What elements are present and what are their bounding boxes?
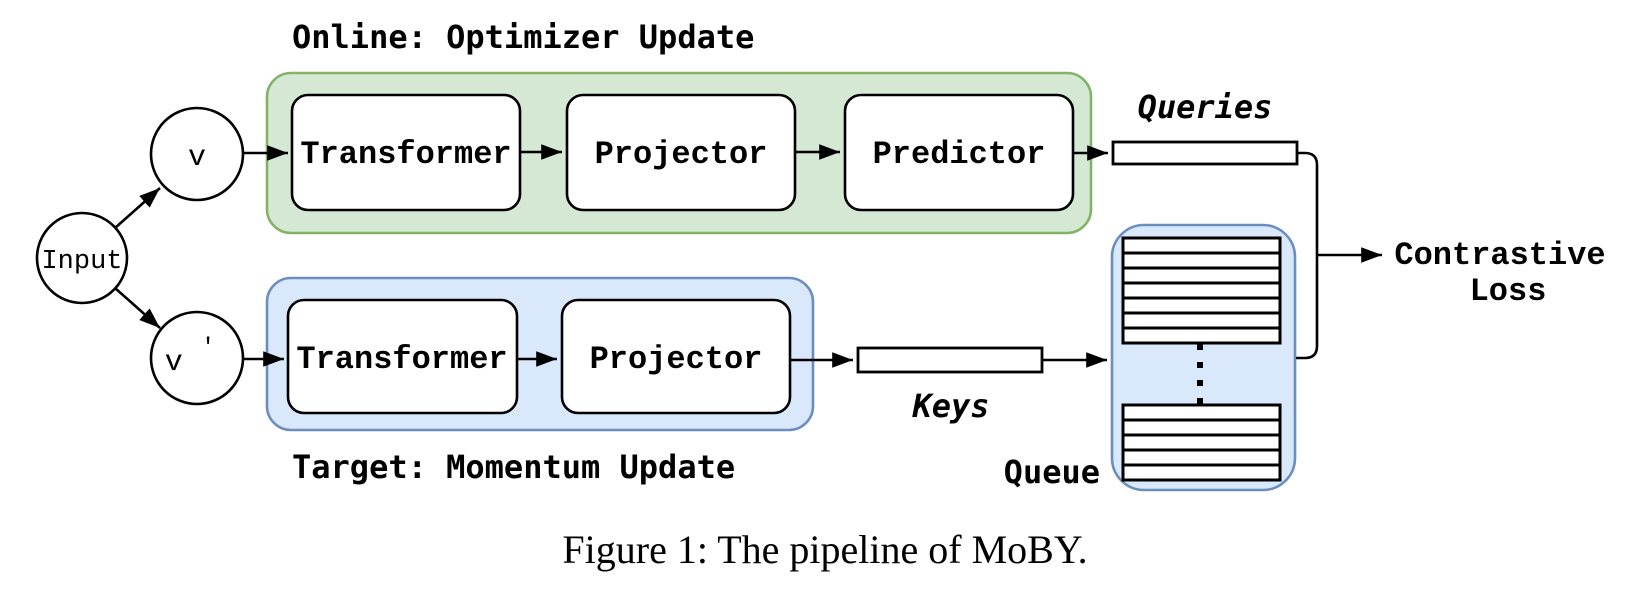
queries-embedding-bar	[1111, 140, 1299, 166]
view-v-node	[149, 106, 245, 202]
view-v-prime-mark: '	[201, 335, 215, 362]
queue-top-stack	[1121, 236, 1282, 345]
target-transformer-box	[286, 298, 519, 415]
queue-label: Queue	[1004, 453, 1100, 491]
view-v-prime-label: v '	[165, 335, 215, 380]
online-projector-box	[565, 93, 797, 212]
view-v-prime-base: v	[165, 346, 183, 380]
online-transformer-label: Transformer	[300, 136, 511, 173]
predictor-box	[843, 93, 1075, 212]
arrow-input-to-v-prime	[114, 287, 161, 329]
view-v-prime-node	[149, 310, 245, 406]
input-node-label: Input	[41, 247, 122, 277]
queries-label: Queries	[1138, 88, 1273, 126]
online-branch-title: Online: Optimizer Update	[292, 18, 754, 56]
queue-ellipsis-dots	[1197, 344, 1203, 404]
input-node	[35, 211, 129, 305]
target-projector-box	[560, 298, 792, 415]
queue-bottom-stack	[1121, 403, 1282, 482]
view-v-label: v	[188, 141, 206, 175]
predictor-label: Predictor	[873, 136, 1046, 173]
target-projector-label: Projector	[590, 341, 763, 378]
contrastive-loss-label: Contrastive Loss	[1394, 237, 1605, 310]
target-transformer-label: Transformer	[296, 341, 507, 378]
keys-embedding-bar	[856, 346, 1044, 374]
keys-label: Keys	[911, 387, 989, 425]
figure-caption: Figure 1: The pipeline of MoBY.	[562, 527, 1087, 572]
contrastive-loss-line2: Loss	[1470, 273, 1547, 310]
target-branch-title: Target: Momentum Update	[292, 448, 735, 486]
contrastive-loss-line1: Contrastive	[1394, 237, 1605, 274]
arrow-input-to-v	[114, 187, 161, 229]
online-transformer-box	[290, 93, 522, 212]
queries-queue-junction-bracket	[1296, 151, 1319, 360]
online-projector-label: Projector	[595, 136, 768, 173]
